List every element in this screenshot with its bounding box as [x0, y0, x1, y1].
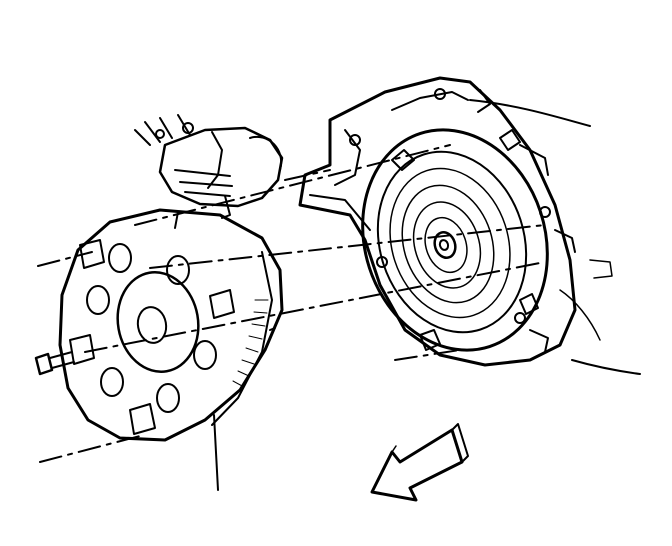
transmission-case — [298, 76, 577, 367]
starter-motor — [134, 114, 284, 219]
engine-block — [469, 99, 641, 375]
bolt — [34, 351, 75, 376]
leader-lines — [213, 327, 276, 491]
direction-arrow — [370, 423, 469, 502]
alignment-lines — [37, 144, 546, 463]
flexplate — [58, 208, 284, 442]
